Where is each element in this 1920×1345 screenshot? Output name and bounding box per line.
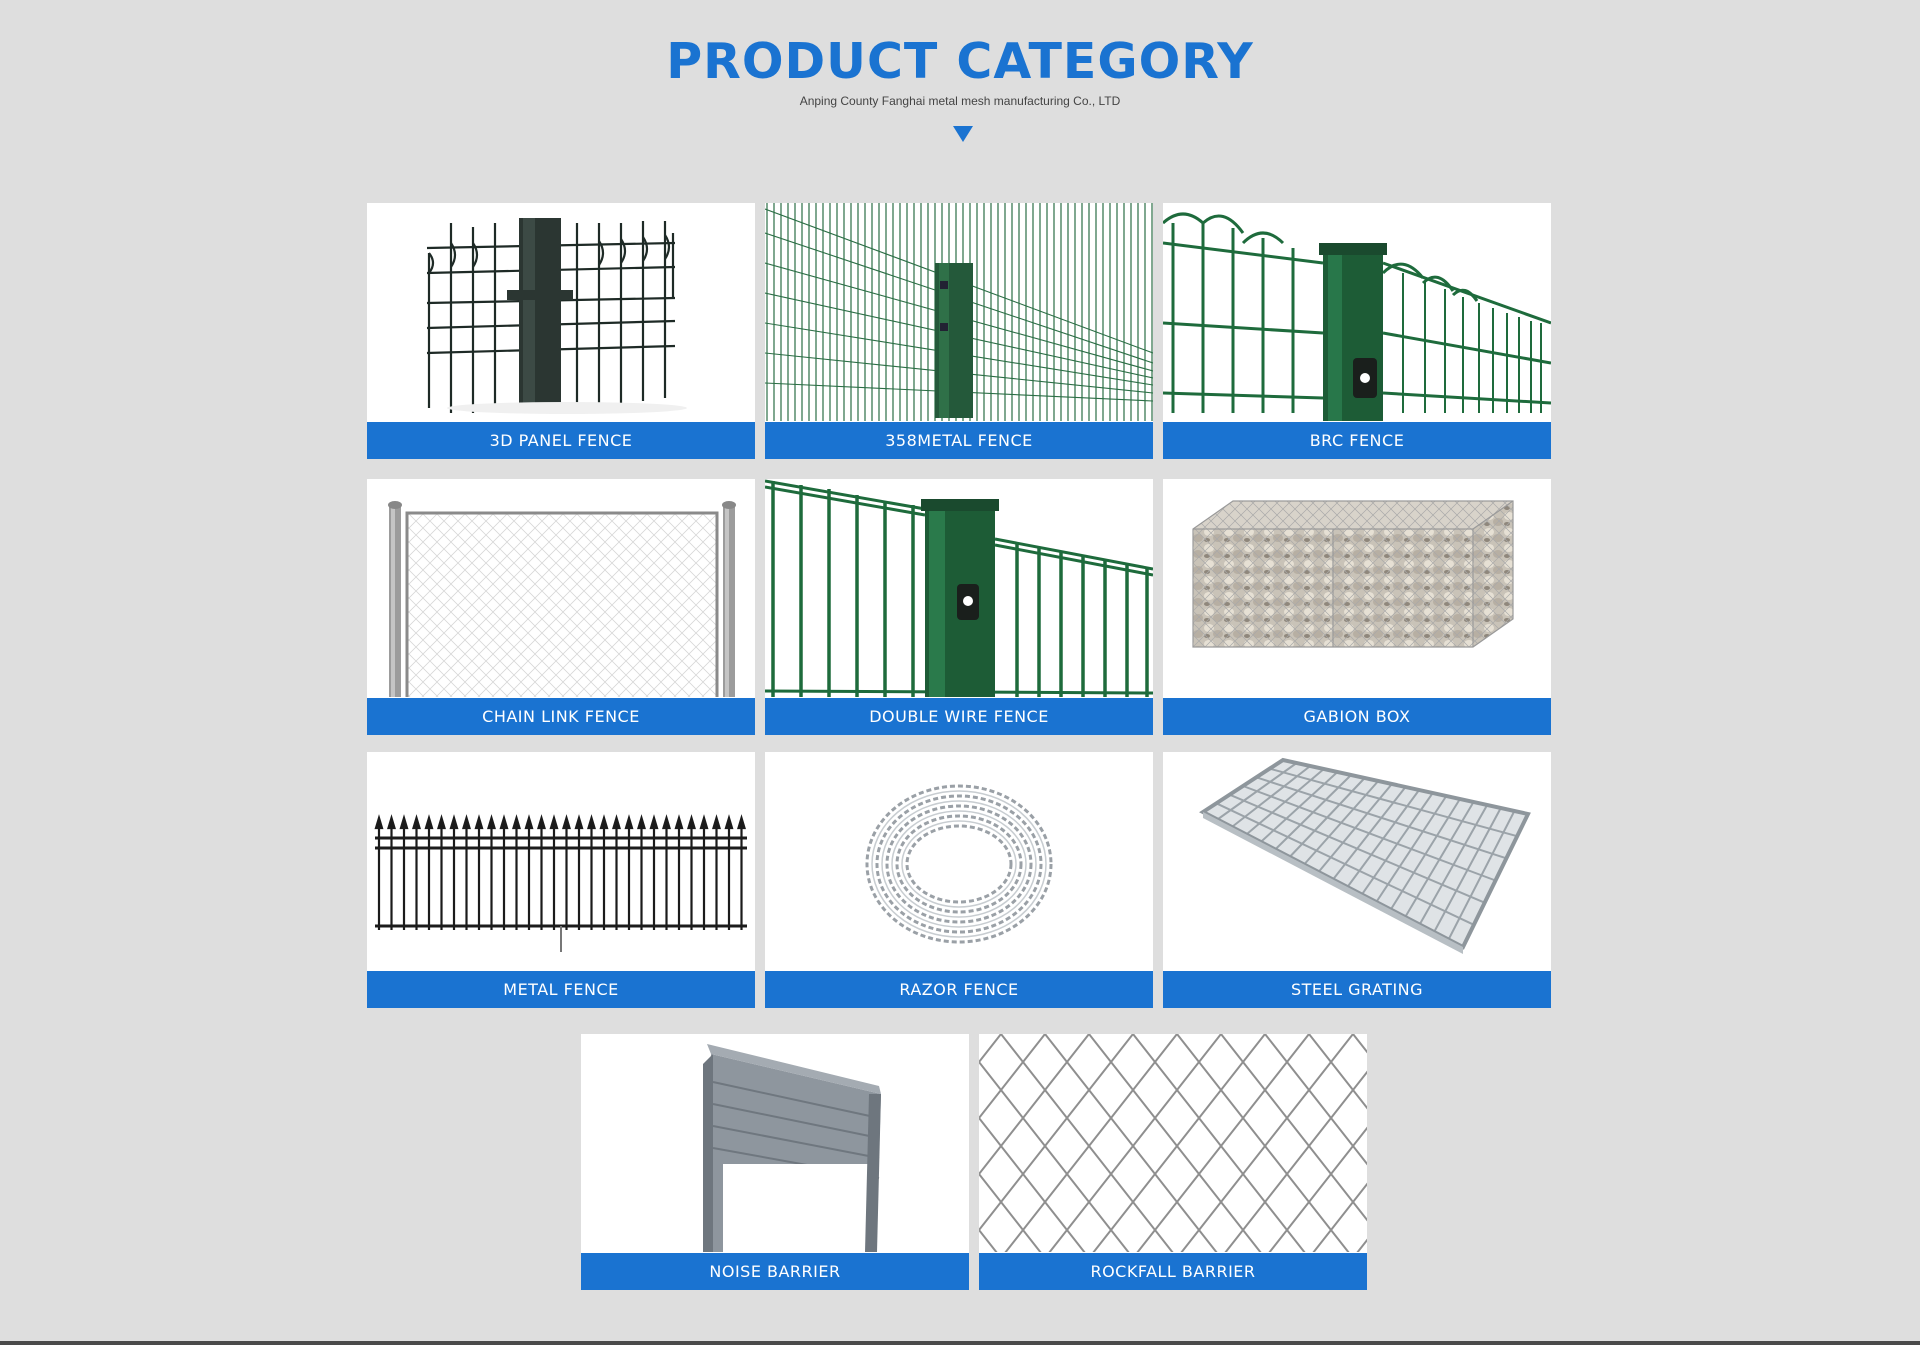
product-card-double-wire-fence[interactable]: DOUBLE WIRE FENCE bbox=[765, 479, 1153, 735]
product-card-rockfall-barrier[interactable]: ROCKFALL BARRIER bbox=[979, 1034, 1367, 1290]
product-label[interactable]: GABION BOX bbox=[1163, 698, 1551, 735]
razor-fence-image bbox=[765, 752, 1153, 970]
page-bottom-divider bbox=[0, 1341, 1920, 1345]
product-card-358-metal-fence[interactable]: 358METAL FENCE bbox=[765, 203, 1153, 459]
steel-grating-image bbox=[1163, 752, 1551, 970]
page-title: PRODUCT CATEGORY bbox=[666, 33, 1254, 90]
product-label[interactable]: 3D PANEL FENCE bbox=[367, 422, 755, 459]
product-label[interactable]: RAZOR FENCE bbox=[765, 971, 1153, 1008]
brc-fence-image bbox=[1163, 203, 1551, 421]
product-card-noise-barrier[interactable]: NOISE BARRIER bbox=[581, 1034, 969, 1290]
product-label[interactable]: CHAIN LINK FENCE bbox=[367, 698, 755, 735]
product-label[interactable]: STEEL GRATING bbox=[1163, 971, 1551, 1008]
product-card-brc-fence[interactable]: BRC FENCE bbox=[1163, 203, 1551, 459]
double-wire-fence-image bbox=[765, 479, 1153, 697]
product-card-steel-grating[interactable]: STEEL GRATING bbox=[1163, 752, 1551, 1008]
358-metal-fence-image bbox=[765, 203, 1153, 421]
gabion-box-image bbox=[1163, 479, 1551, 697]
product-card-gabion-box[interactable]: GABION BOX bbox=[1163, 479, 1551, 735]
chain-link-fence-image bbox=[367, 479, 755, 697]
product-label[interactable]: 358METAL FENCE bbox=[765, 422, 1153, 459]
noise-barrier-image bbox=[581, 1034, 969, 1252]
3d-panel-fence-image bbox=[367, 203, 755, 421]
product-label[interactable]: METAL FENCE bbox=[367, 971, 755, 1008]
company-subtitle: Anping County Fanghai metal mesh manufac… bbox=[799, 94, 1121, 108]
product-label[interactable]: DOUBLE WIRE FENCE bbox=[765, 698, 1153, 735]
rockfall-barrier-image bbox=[979, 1034, 1367, 1252]
product-card-chain-link-fence[interactable]: CHAIN LINK FENCE bbox=[367, 479, 755, 735]
metal-fence-image bbox=[367, 752, 755, 970]
product-card-razor-fence[interactable]: RAZOR FENCE bbox=[765, 752, 1153, 1008]
down-triangle-icon bbox=[953, 126, 973, 142]
product-label[interactable]: BRC FENCE bbox=[1163, 422, 1551, 459]
product-label[interactable]: NOISE BARRIER bbox=[581, 1253, 969, 1290]
product-card-3d-panel-fence[interactable]: 3D PANEL FENCE bbox=[367, 203, 755, 459]
product-label[interactable]: ROCKFALL BARRIER bbox=[979, 1253, 1367, 1290]
product-card-metal-fence[interactable]: METAL FENCE bbox=[367, 752, 755, 1008]
